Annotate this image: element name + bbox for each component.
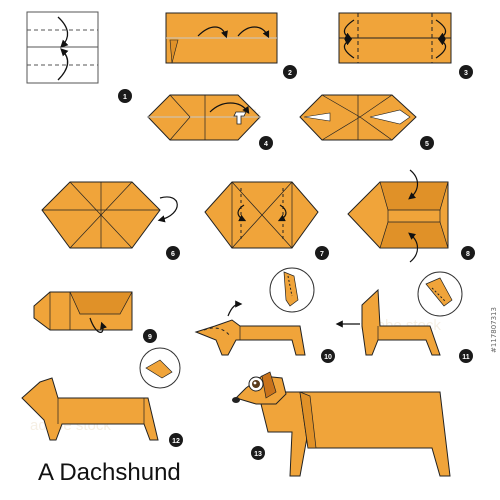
step-2-badge: 2 bbox=[283, 65, 297, 79]
step-4-figure bbox=[147, 94, 261, 141]
step-10-badge: 10 bbox=[321, 349, 335, 363]
step-12-figure bbox=[21, 347, 181, 441]
step-2-figure bbox=[165, 12, 278, 64]
step-3-label: 3 bbox=[464, 70, 468, 77]
step-11-figure bbox=[335, 271, 463, 356]
step-9-figure bbox=[33, 291, 133, 333]
step-6-figure bbox=[41, 181, 178, 249]
step-9-badge: 9 bbox=[143, 329, 157, 343]
step-11-label: 11 bbox=[462, 354, 470, 361]
step-4-badge: 4 bbox=[259, 136, 273, 150]
step-5-label: 5 bbox=[425, 141, 429, 148]
step-8-figure bbox=[347, 169, 449, 263]
step-3-figure bbox=[338, 12, 452, 64]
step-8-badge: 8 bbox=[461, 246, 475, 260]
step-13-figure bbox=[232, 371, 451, 477]
step-13-label: 13 bbox=[254, 451, 262, 458]
step-1-label: 1 bbox=[123, 94, 127, 101]
diagram-title: A Dachshund bbox=[38, 459, 181, 486]
step-1-badge: 1 bbox=[118, 89, 132, 103]
step-10-label: 10 bbox=[324, 354, 332, 361]
step-8-label: 8 bbox=[466, 251, 470, 258]
step-badges: 1 2 3 4 5 6 7 8 9 10 11 12 13 bbox=[118, 65, 475, 460]
step-7-figure bbox=[204, 181, 319, 249]
step-11-badge: 11 bbox=[459, 349, 473, 363]
step-12-label: 12 bbox=[172, 438, 180, 445]
step-6-label: 6 bbox=[171, 251, 175, 258]
step-2-label: 2 bbox=[288, 70, 292, 77]
step-6-badge: 6 bbox=[166, 246, 180, 260]
step-12-badge: 12 bbox=[169, 433, 183, 447]
step-1-figure bbox=[26, 11, 99, 84]
step-5-figure bbox=[299, 94, 417, 141]
step-9-label: 9 bbox=[148, 334, 152, 341]
step-7-badge: 7 bbox=[315, 246, 329, 260]
step-3-badge: 3 bbox=[459, 65, 473, 79]
step-7-label: 7 bbox=[320, 251, 324, 258]
watermark-layer: adobe stock adobe stock adobe stock bbox=[30, 107, 441, 434]
step-13-badge: 13 bbox=[251, 446, 265, 460]
step-10-figure bbox=[194, 267, 315, 356]
step-4-label: 4 bbox=[264, 141, 268, 148]
stock-id-text: #117807313 bbox=[490, 307, 498, 353]
step-5-badge: 5 bbox=[420, 136, 434, 150]
